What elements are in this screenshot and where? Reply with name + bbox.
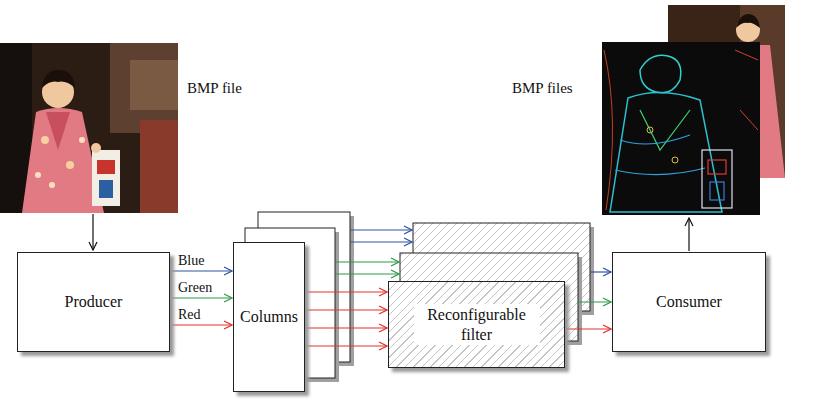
blue-channel [350,241,412,242]
box-label: Columns [240,307,298,326]
channel-arrow [170,270,232,271]
channel-arrow [565,328,611,329]
blue-channel [350,229,412,230]
green-channel [335,273,399,274]
channel-arrow [305,345,387,346]
channel-arrow [305,327,387,328]
producer-box: Producer [17,252,170,352]
blue-channel [590,271,611,272]
channel-label: Blue [177,253,205,268]
channel-arrow [170,297,232,298]
write-arrow [688,218,689,251]
filter-box: Reconfigurable filter [388,281,565,368]
consumer-box: Consumer [612,252,766,352]
box-label: Consumer [656,292,722,311]
input-photo [0,43,178,213]
box-label: Producer [65,292,123,311]
channel-label: Green [177,280,213,295]
green-channel [578,301,611,302]
output-photos [602,5,785,215]
file-label: BMP file [187,80,242,96]
channel-arrow [305,309,387,310]
channel-arrow [305,291,387,292]
file-label: BMP files [512,80,573,96]
box-label: Reconfigurable filter [414,304,540,344]
green-channel [335,261,399,262]
channel-label: Red [177,307,202,322]
read-arrow [92,214,93,250]
channel-arrow [170,324,232,325]
columns-box: Columns [233,242,305,392]
